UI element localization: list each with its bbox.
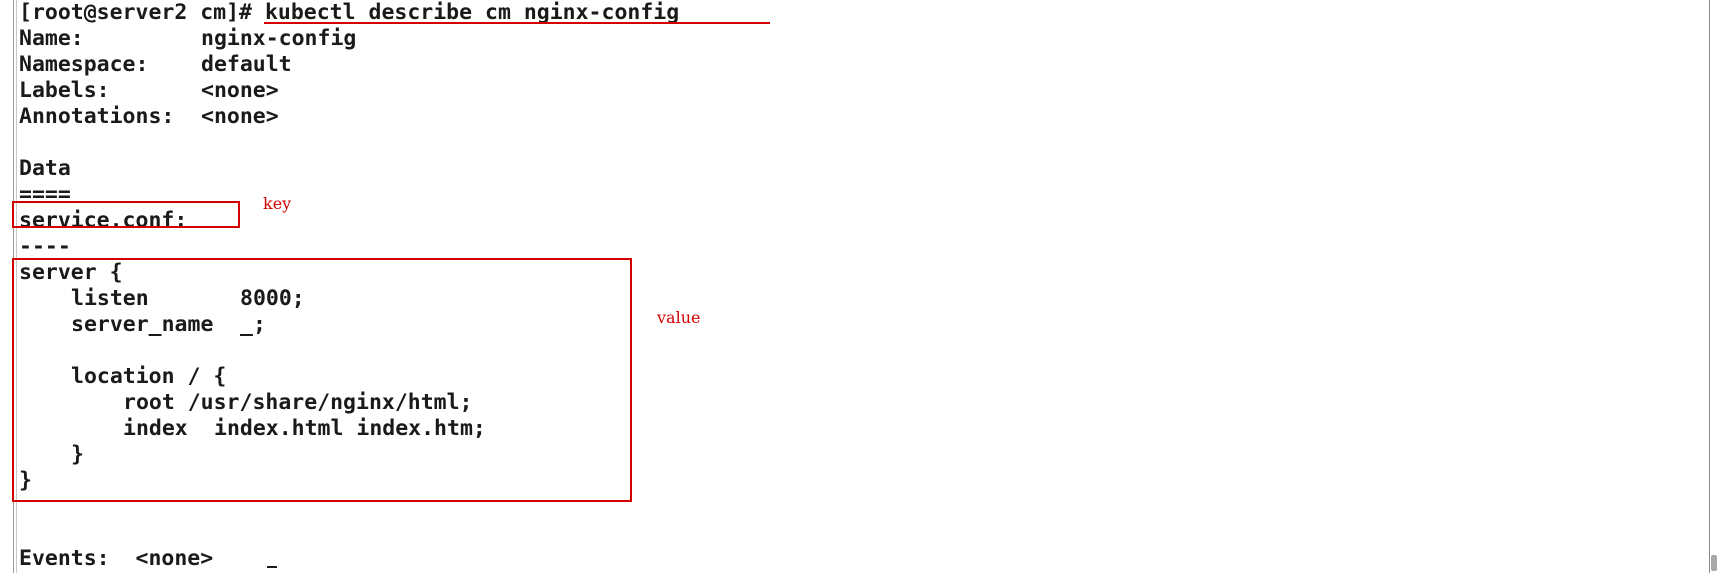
listen-key: listen [71,286,149,311]
index-value: index.html index.htm; [214,416,486,441]
scrollbar-track [1709,0,1710,573]
field-key: Namespace: [19,52,149,77]
blank-line [19,130,1679,156]
shell-prompt: [root@server2 cm]# [19,0,265,25]
listen-value: 8000; [240,286,305,311]
field-value: default [201,52,292,77]
field-row-namespace: Namespace: default [19,52,1679,78]
events-value: <none> [135,546,214,571]
vertical-scrollbar[interactable] [1706,0,1720,573]
field-value: nginx-config [201,26,357,51]
field-row-labels: Labels: <none> [19,78,1679,104]
command-line: [root@server2 cm]# kubectl describe cm n… [19,0,1679,26]
location-close: } [71,442,84,467]
server-close: } [19,468,32,493]
server-name-line: server_name _; [19,312,1679,338]
key-highlight-box [12,201,240,228]
data-heading: Data [19,156,71,181]
text-cursor [267,566,277,568]
listen-line: listen 8000; [19,286,1679,312]
command-underline-annotation [264,22,770,24]
field-value: <none> [201,104,279,129]
field-row-annotations: Annotations: <none> [19,104,1679,130]
key-note: key [263,194,292,213]
terminal-output[interactable]: [root@server2 cm]# kubectl describe cm n… [19,0,1679,572]
value-note: value [657,308,701,327]
location-open: location / { [71,364,227,389]
index-line: index index.html index.htm; [19,416,1679,442]
config-key: service.conf: [19,208,188,233]
events-label: Events: [19,546,110,571]
blank-line [19,520,1679,546]
field-key: Name: [19,26,84,51]
scrollbar-thumb[interactable] [1711,555,1717,571]
field-key: Annotations: [19,104,175,129]
field-key: Labels: [19,78,110,103]
server-name-key: server_name [71,312,214,337]
value-highlight-box [12,258,632,502]
index-key: index [123,416,188,441]
command-text: kubectl describe cm nginx-config [264,0,680,25]
server-open: server { [19,260,123,285]
server-name-value: _; [240,312,266,337]
left-border-inner [16,0,17,573]
field-value: <none> [201,78,279,103]
key-rule: ---- [19,234,71,259]
root-line: root /usr/share/nginx/html; [123,390,473,415]
field-row-name: Name: nginx-config [19,26,1679,52]
events-line: Events: <none> [19,546,1679,572]
